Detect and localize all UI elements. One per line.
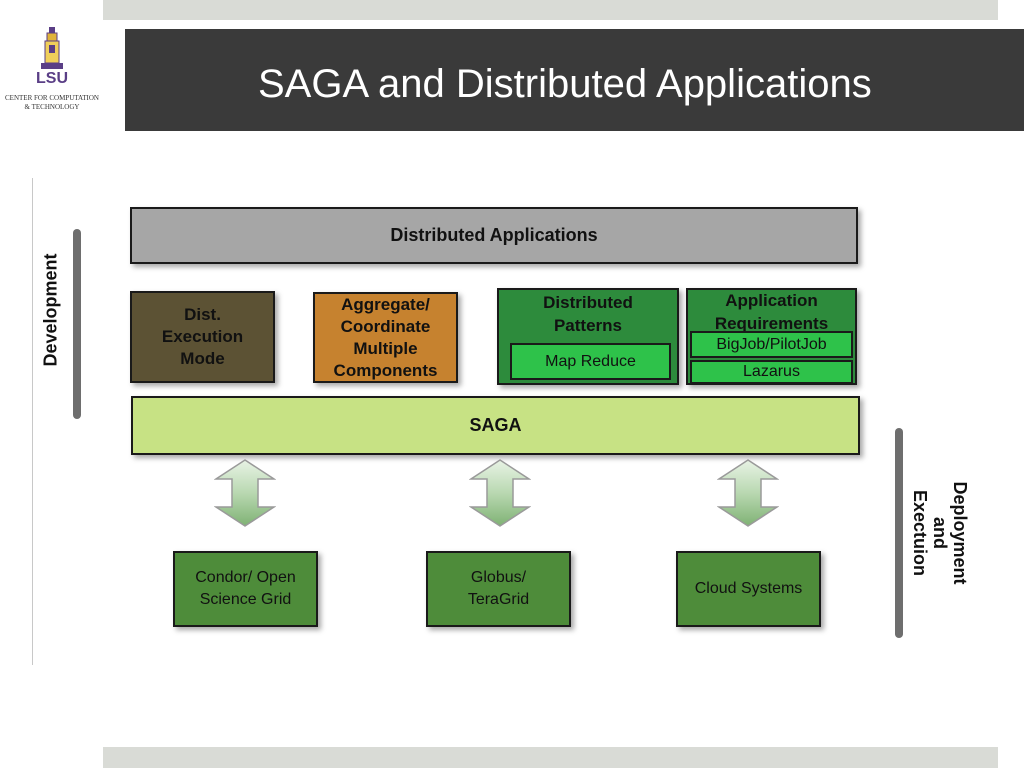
slide-title: SAGA and Distributed Applications <box>258 62 872 106</box>
distributed-applications-box: Distributed Applications <box>130 207 858 264</box>
aggregate-line: Multiple <box>353 338 418 358</box>
execution-mode-line: Execution <box>161 327 244 346</box>
logo-text-line1: CENTER FOR COMPUTATION <box>5 94 99 102</box>
requirements-heading-line: Requirements <box>714 314 829 333</box>
execution-mode-line: Mode <box>180 349 225 368</box>
double-arrow-icon <box>214 459 276 527</box>
logo-mark: LSU <box>36 70 68 87</box>
title-bar <box>125 29 1024 131</box>
deployment-label-line3: Exectuion <box>910 489 930 577</box>
lsu-logo: LSU <box>0 25 104 117</box>
execution-mode-line: Dist. <box>184 305 221 324</box>
development-label-text: Development <box>40 253 61 367</box>
lazarus-label: Lazarus <box>743 363 800 380</box>
patterns-heading-line: Patterns <box>553 316 622 335</box>
globus-teragrid-box: Globus/ TeraGrid <box>426 551 571 627</box>
patterns-heading-line: Distributed <box>543 293 633 312</box>
bigjob-pilotjob-box: BigJob/PilotJob <box>690 331 853 358</box>
deployment-label-line1: Deployment <box>950 481 970 585</box>
requirements-heading-line: Application <box>725 291 818 310</box>
execution-mode-box: Dist. Execution Mode <box>130 291 275 383</box>
map-reduce-box: Map Reduce <box>510 343 671 380</box>
saga-box: SAGA <box>131 396 860 455</box>
top-decorative-bar <box>103 0 998 20</box>
deployment-label-line2: and <box>930 516 950 549</box>
cloud-line: Cloud Systems <box>694 580 803 597</box>
bigjob-pilotjob-label: BigJob/PilotJob <box>716 335 827 353</box>
aggregate-line: Aggregate/ <box>341 294 430 314</box>
double-arrow-icon <box>717 459 779 527</box>
double-arrow-icon <box>469 459 531 527</box>
condor-line: Condor/ Open <box>195 569 296 586</box>
lazarus-box: Lazarus <box>690 360 853 384</box>
aggregate-line: Components <box>333 360 438 380</box>
aggregate-components-box: Aggregate/ Coordinate Multiple Component… <box>313 292 458 383</box>
tower-icon <box>41 27 63 69</box>
globus-line: Globus/ <box>470 569 527 586</box>
condor-osg-box: Condor/ Open Science Grid <box>173 551 318 627</box>
distributed-applications-label: Distributed Applications <box>390 225 598 245</box>
bottom-decorative-bar <box>103 747 998 768</box>
saga-label: SAGA <box>469 415 522 435</box>
condor-line: Science Grid <box>199 591 292 608</box>
development-bar <box>73 229 81 419</box>
cloud-systems-box: Cloud Systems <box>676 551 821 627</box>
aggregate-line: Coordinate <box>340 316 431 336</box>
map-reduce-label: Map Reduce <box>545 352 636 370</box>
diagram-frame-line <box>32 178 33 665</box>
globus-line: TeraGrid <box>467 591 530 608</box>
logo-text-line2: & TECHNOLOGY <box>24 103 80 111</box>
deployment-bar <box>895 428 903 638</box>
